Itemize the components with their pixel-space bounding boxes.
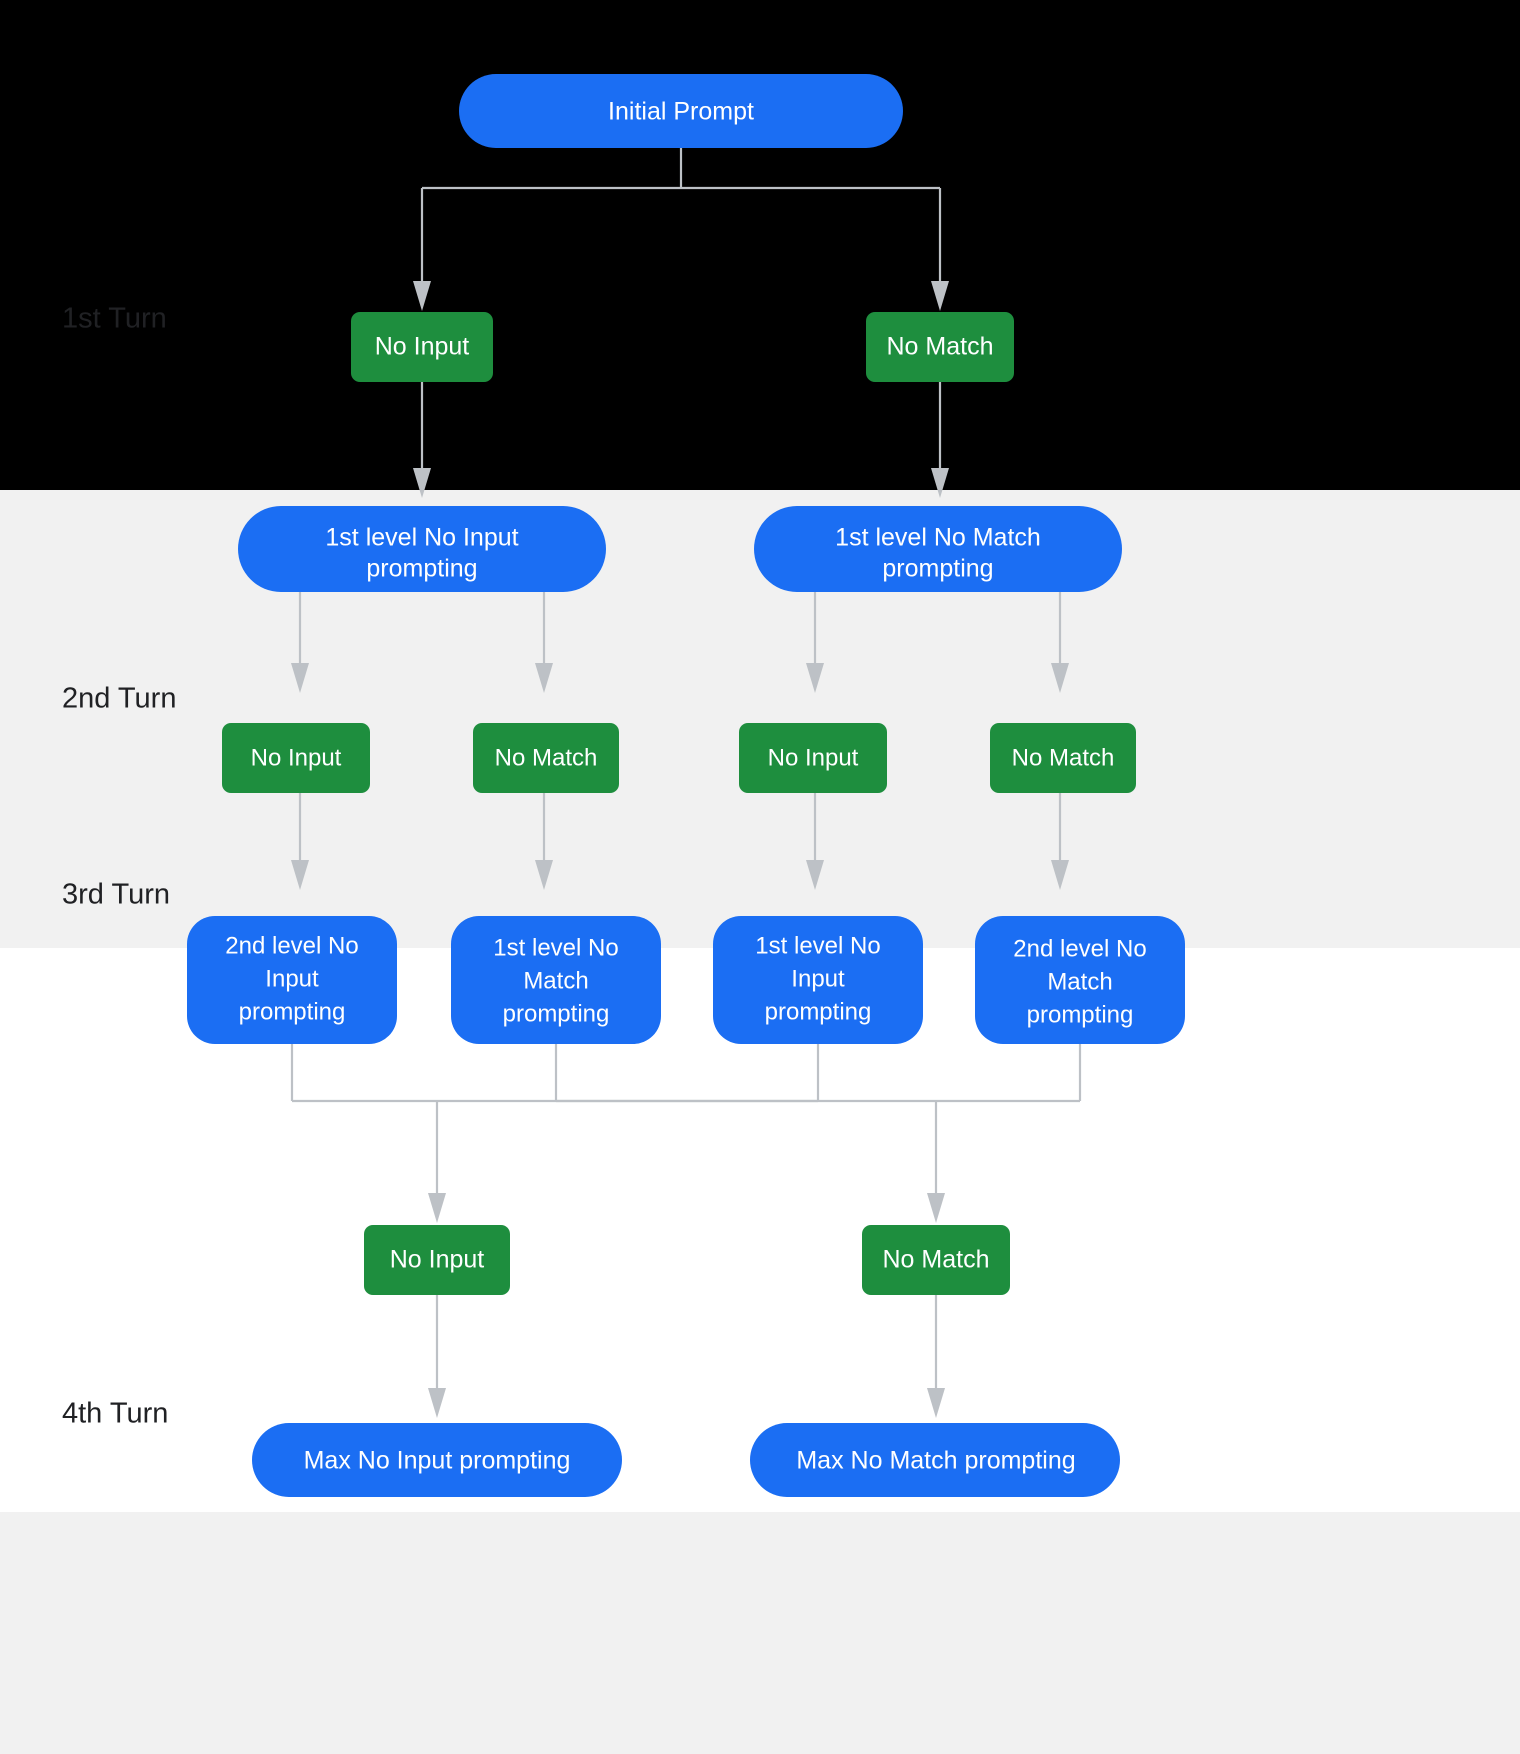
node-1st-level-no-input-prompting-t3-line2: Input xyxy=(791,965,845,992)
node-1st-level-no-match-prompting-t3-line2: Match xyxy=(523,967,588,994)
node-t2-no-input-b[interactable]: No Input xyxy=(739,723,887,793)
node-2nd-level-no-match-prompting-shape[interactable] xyxy=(975,916,1185,1044)
node-t2-no-match-b[interactable]: No Match xyxy=(990,723,1136,793)
node-1st-level-no-match-prompting-shape[interactable] xyxy=(754,506,1122,592)
node-1st-level-no-input-prompting-shape[interactable] xyxy=(238,506,606,592)
node-t1-no-input-label: No Input xyxy=(375,333,470,361)
node-t3-no-match[interactable]: No Match xyxy=(862,1225,1010,1295)
node-max-no-input-prompting[interactable]: Max No Input prompting xyxy=(252,1423,622,1497)
arrowhead-t2-ni-b xyxy=(806,663,824,693)
node-t1-no-match[interactable]: No Match xyxy=(866,312,1014,382)
node-t3-no-match-label: No Match xyxy=(883,1246,990,1274)
node-1st-level-no-input-prompting-t3-line3: prompting xyxy=(765,998,872,1025)
node-t2-no-match-b-label: No Match xyxy=(1012,744,1115,771)
arrowhead-t3-no-match xyxy=(927,1193,945,1223)
arrowhead-t3-p4 xyxy=(1051,860,1069,890)
band-1st-turn xyxy=(0,0,1520,490)
turn-label-4th: 4th Turn xyxy=(62,1398,168,1430)
arrowhead-t3-p3 xyxy=(806,860,824,890)
node-t3-no-input[interactable]: No Input xyxy=(364,1225,510,1295)
node-1st-level-no-input-prompting-line2: prompting xyxy=(366,555,477,583)
node-t3-no-input-label: No Input xyxy=(390,1246,485,1274)
node-t2-no-match-a-shape[interactable] xyxy=(473,723,619,793)
turn-label-1st: 1st Turn xyxy=(62,303,167,335)
node-2nd-level-no-match-prompting-line2: Match xyxy=(1047,968,1112,995)
node-2nd-level-no-match-prompting[interactable]: 2nd level No Match prompting xyxy=(975,916,1185,1044)
node-t2-no-input-a-label: No Input xyxy=(251,744,342,771)
node-t1-no-match-shape[interactable] xyxy=(866,312,1014,382)
node-t2-no-input-b-shape[interactable] xyxy=(739,723,887,793)
arrowhead-t3-p1 xyxy=(291,860,309,890)
turn-label-3rd: 3rd Turn xyxy=(62,879,170,911)
node-t3-no-match-shape[interactable] xyxy=(862,1225,1010,1295)
node-1st-level-no-match-prompting[interactable]: 1st level No Match prompting xyxy=(754,506,1122,592)
node-1st-level-no-match-prompting-line2: prompting xyxy=(882,555,993,583)
turn-labels: 1st Turn 2nd Turn 3rd Turn 4th Turn xyxy=(62,303,176,1430)
node-1st-level-no-match-prompting-t3-shape[interactable] xyxy=(451,916,661,1044)
node-2nd-level-no-input-prompting[interactable]: 2nd level No Input prompting xyxy=(187,916,397,1044)
node-1st-level-no-match-prompting-line1: 1st level No Match xyxy=(835,524,1041,552)
turn-label-2nd: 2nd Turn xyxy=(62,683,176,715)
node-initial-prompt[interactable]: Initial Prompt xyxy=(459,74,903,148)
node-max-no-input-prompting-label: Max No Input prompting xyxy=(304,1447,571,1475)
node-1st-level-no-match-prompting-t3-line3: prompting xyxy=(503,1000,610,1027)
node-2nd-level-no-match-prompting-line1: 2nd level No xyxy=(1013,935,1146,962)
node-t2-no-input-a[interactable]: No Input xyxy=(222,723,370,793)
arrowhead-t3-p2 xyxy=(535,860,553,890)
node-1st-level-no-input-prompting[interactable]: 1st level No Input prompting xyxy=(238,506,606,592)
node-t2-no-match-a-label: No Match xyxy=(495,744,598,771)
node-max-no-match-prompting[interactable]: Max No Match prompting xyxy=(750,1423,1120,1497)
arrowhead-t2-prompt-match xyxy=(931,468,949,498)
arrowhead-t2-prompt-input xyxy=(413,468,431,498)
node-t1-no-input-shape[interactable] xyxy=(351,312,493,382)
node-1st-level-no-match-prompting-t3-line1: 1st level No xyxy=(493,934,618,961)
arrowhead-t1-no-match xyxy=(931,281,949,311)
arrowhead-t2-nm-a xyxy=(535,663,553,693)
node-initial-prompt-label: Initial Prompt xyxy=(608,98,754,126)
arrowhead-t2-nm-b xyxy=(1051,663,1069,693)
arrowhead-t1-no-input xyxy=(413,281,431,311)
node-2nd-level-no-input-prompting-line2: Input xyxy=(265,965,319,992)
arrowhead-max-no-match xyxy=(927,1388,945,1418)
node-initial-prompt-shape[interactable] xyxy=(459,74,903,148)
node-t2-no-match-a[interactable]: No Match xyxy=(473,723,619,793)
connectors xyxy=(290,146,1082,1418)
node-2nd-level-no-input-prompting-line1: 2nd level No xyxy=(225,932,358,959)
node-t1-no-input[interactable]: No Input xyxy=(351,312,493,382)
node-t2-no-input-b-label: No Input xyxy=(768,744,859,771)
node-2nd-level-no-input-prompting-line3: prompting xyxy=(239,998,346,1025)
node-1st-level-no-input-prompting-t3[interactable]: 1st level No Input prompting xyxy=(713,916,923,1044)
arrowhead-max-no-input xyxy=(428,1388,446,1418)
node-max-no-match-prompting-shape[interactable] xyxy=(750,1423,1120,1497)
node-2nd-level-no-match-prompting-line3: prompting xyxy=(1027,1001,1134,1028)
node-t1-no-match-label: No Match xyxy=(887,333,994,361)
node-max-no-match-prompting-label: Max No Match prompting xyxy=(796,1447,1075,1475)
node-1st-level-no-input-prompting-t3-line1: 1st level No xyxy=(755,932,880,959)
node-t2-no-match-b-shape[interactable] xyxy=(990,723,1136,793)
node-2nd-level-no-input-prompting-shape[interactable] xyxy=(187,916,397,1044)
node-1st-level-no-input-prompting-t3-shape[interactable] xyxy=(713,916,923,1044)
node-1st-level-no-match-prompting-t3[interactable]: 1st level No Match prompting xyxy=(451,916,661,1044)
node-1st-level-no-input-prompting-line1: 1st level No Input xyxy=(325,524,518,552)
band-4th-turn xyxy=(0,1512,1520,1754)
node-t2-no-input-a-shape[interactable] xyxy=(222,723,370,793)
arrowhead-t2-ni-a xyxy=(291,663,309,693)
arrowhead-t3-no-input xyxy=(428,1193,446,1223)
node-max-no-input-prompting-shape[interactable] xyxy=(252,1423,622,1497)
node-t3-no-input-shape[interactable] xyxy=(364,1225,510,1295)
